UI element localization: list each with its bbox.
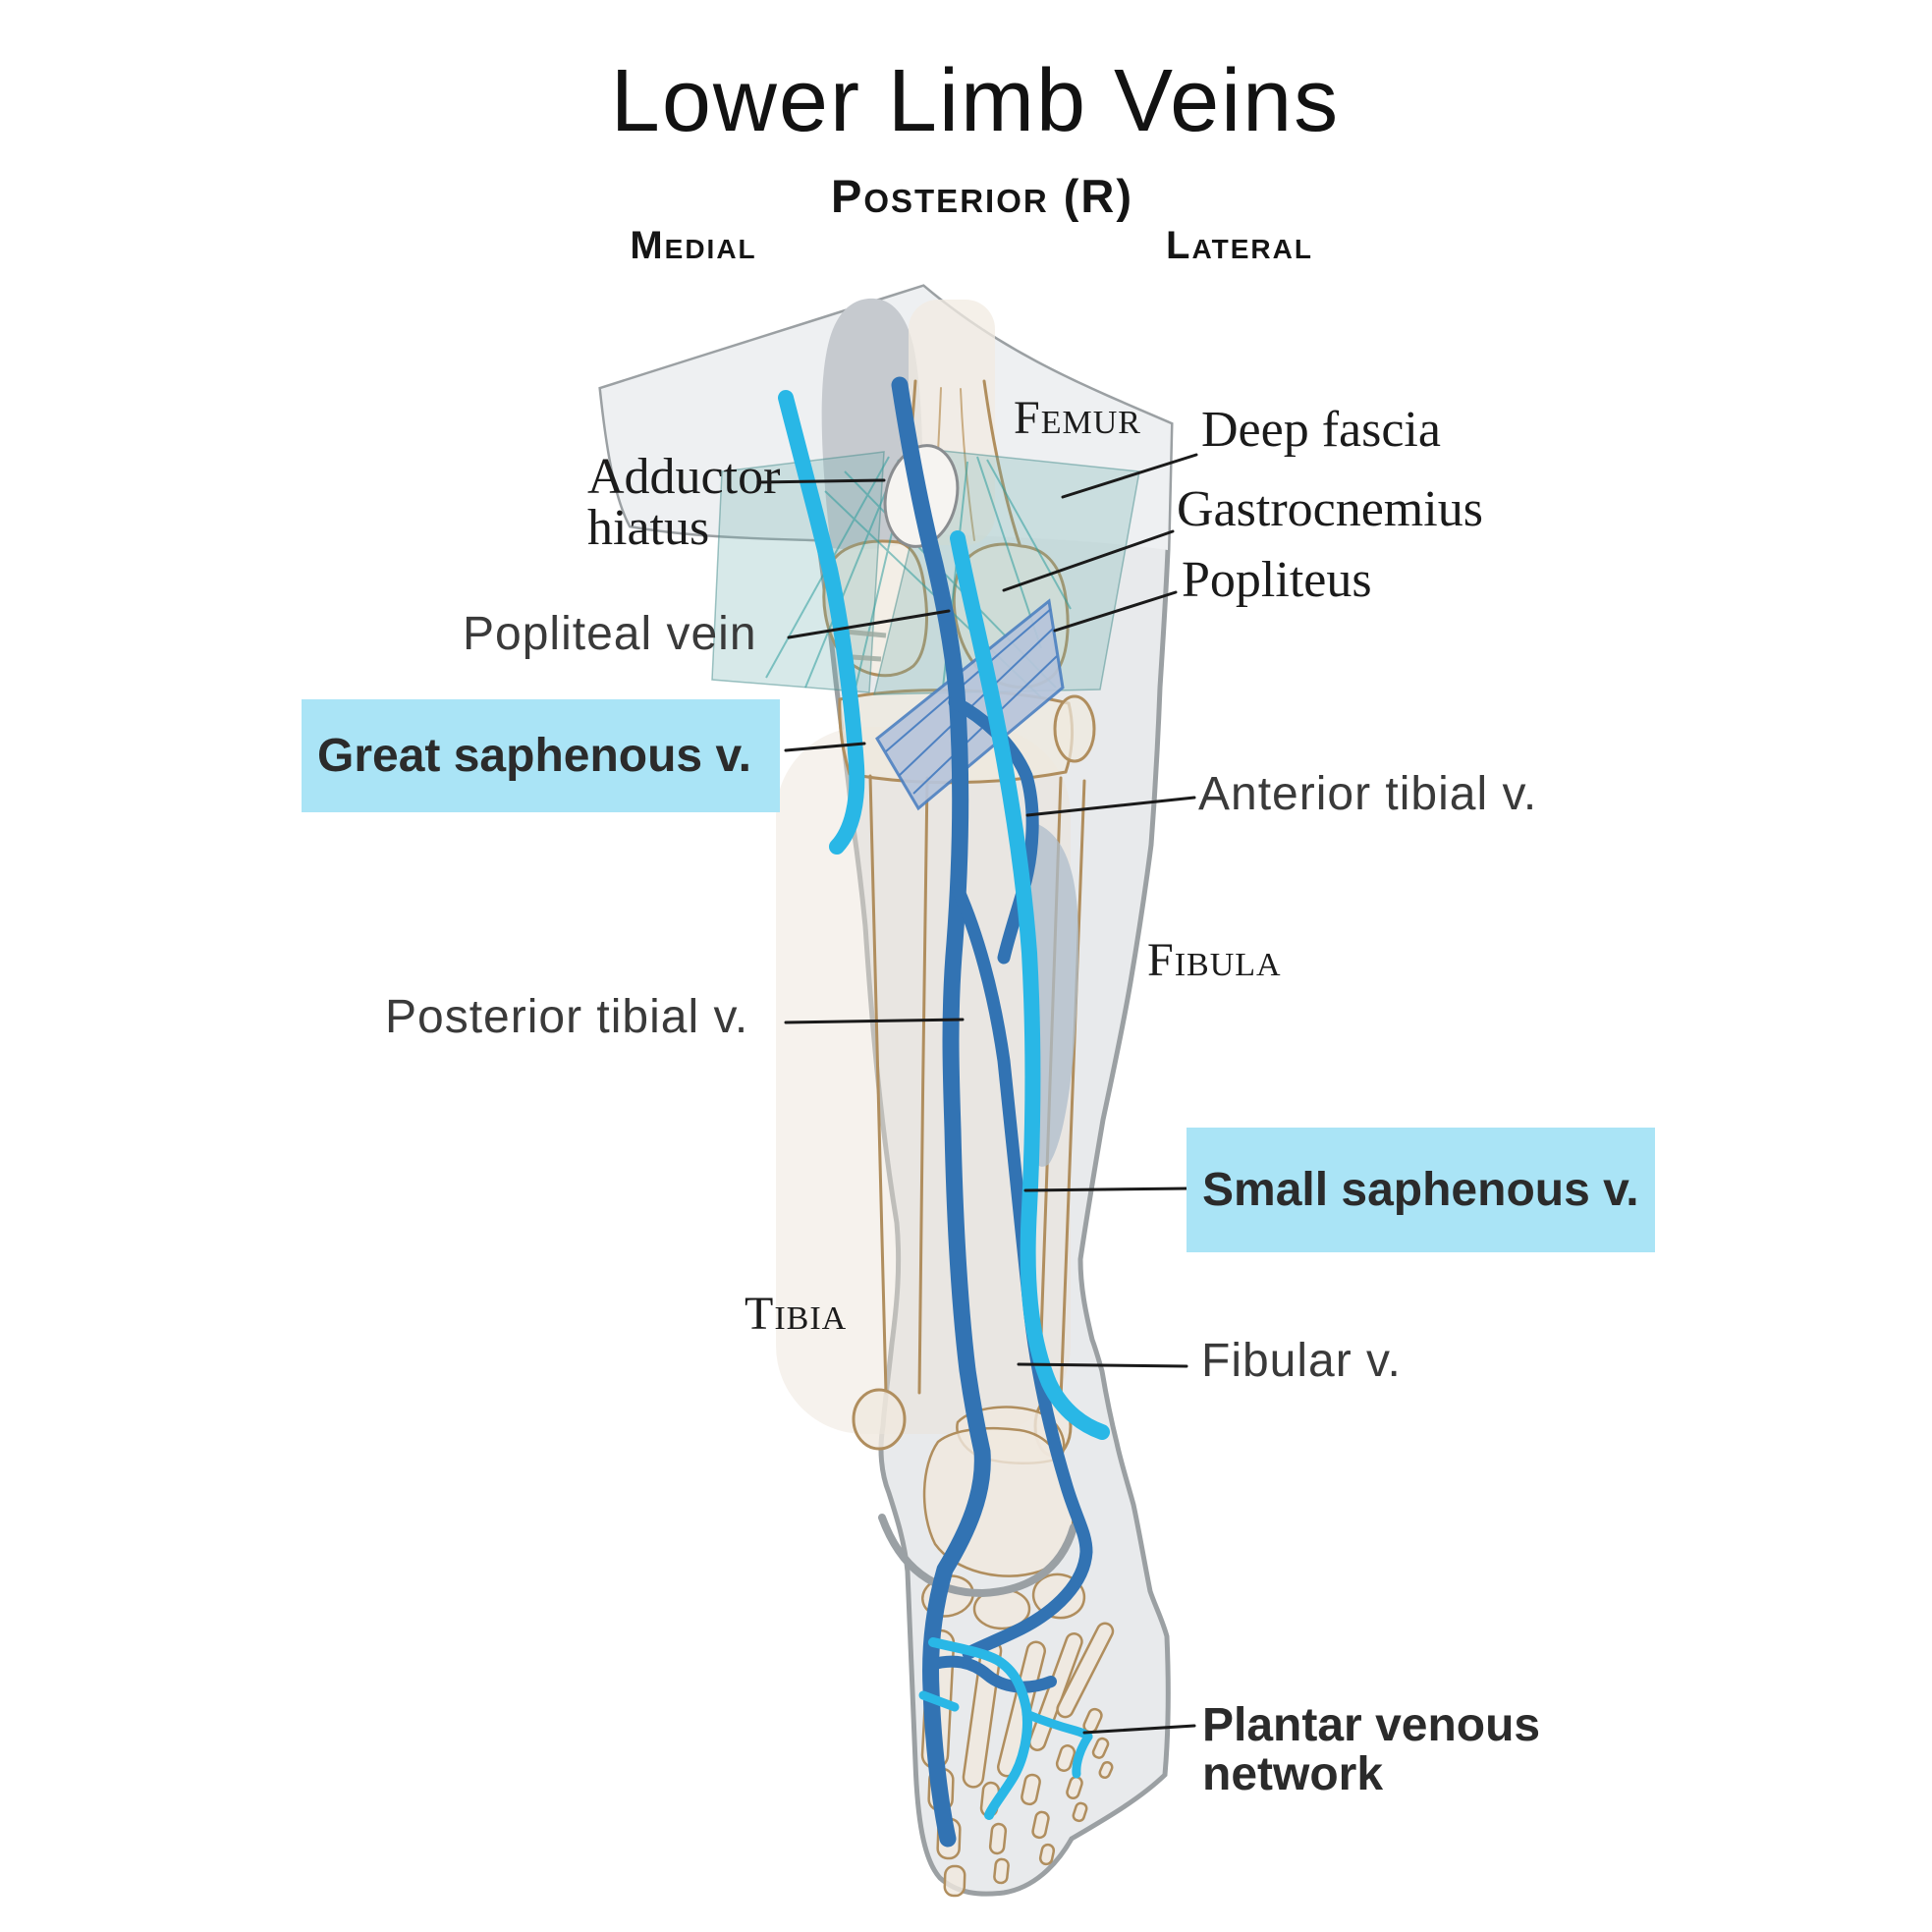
view-label: Posterior (R) [831,170,1133,222]
leader-posterior-tibial [784,1018,965,1024]
label-deep-fascia: Deep fascia [1201,402,1441,458]
plantar-venous-network-vein [928,1637,1032,1820]
leader-anterior-tibial [1025,796,1196,817]
plantar-arch-vein [925,1655,1057,1693]
label-fibula: Fibula [1147,934,1282,986]
label-fibular-vein: Fibular v. [1201,1335,1402,1387]
leader-fibular-vein [1017,1362,1188,1368]
superficial-veins [778,390,1110,1820]
leader-plantar-network [1082,1724,1196,1735]
leader-popliteal-vein [787,609,951,639]
label-popliteal-vein: Popliteal vein [463,608,757,660]
leader-small-saphenous [1023,1187,1190,1192]
leader-gastrocnemius [1002,529,1175,592]
tibia-shaft [868,774,888,1395]
leader-deep-fascia [1061,453,1198,499]
label-small-saphenous-vein: Small saphenous v. [1202,1163,1639,1216]
fibular-vein [951,882,1093,1660]
label-popliteus: Popliteus [1182,552,1372,608]
highlight-box-small-saphenous: Small saphenous v. [1187,1128,1655,1252]
page-title: Lower Limb Veins [610,52,1341,150]
deep-veins [891,376,1093,1848]
label-adductor-hiatus: Adductor hiatus [587,449,781,556]
label-plantar-venous-network: Plantar venous network [1202,1699,1541,1800]
label-posterior-tibial-vein: Posterior tibial v. [385,991,749,1043]
small-saphenous-vein [950,530,1110,1440]
leader-adductor-hiatus [756,478,886,484]
ankle-outline-arc [878,1514,1077,1598]
label-great-saphenous-vein: Great saphenous v. [317,729,751,782]
label-tibia: Tibia [745,1288,848,1340]
popliteal-posterior-tibial-vein [891,376,991,1848]
medial-malleolus [852,1388,907,1451]
label-anterior-tibial-vein: Anterior tibial v. [1198,768,1538,820]
leader-popliteus [1053,590,1178,633]
label-gastrocnemius: Gastrocnemius [1177,481,1483,537]
great-saphenous-vein [778,390,865,855]
leader-lines [756,453,1198,1735]
label-femur: Femur [1014,392,1141,444]
highlight-box-great-saphenous: Great saphenous v. [302,699,780,812]
leader-great-saphenous [784,742,866,752]
fibula-head [1053,694,1096,763]
side-label-medial: Medial [630,224,757,267]
side-label-lateral: Lateral [1166,224,1313,267]
